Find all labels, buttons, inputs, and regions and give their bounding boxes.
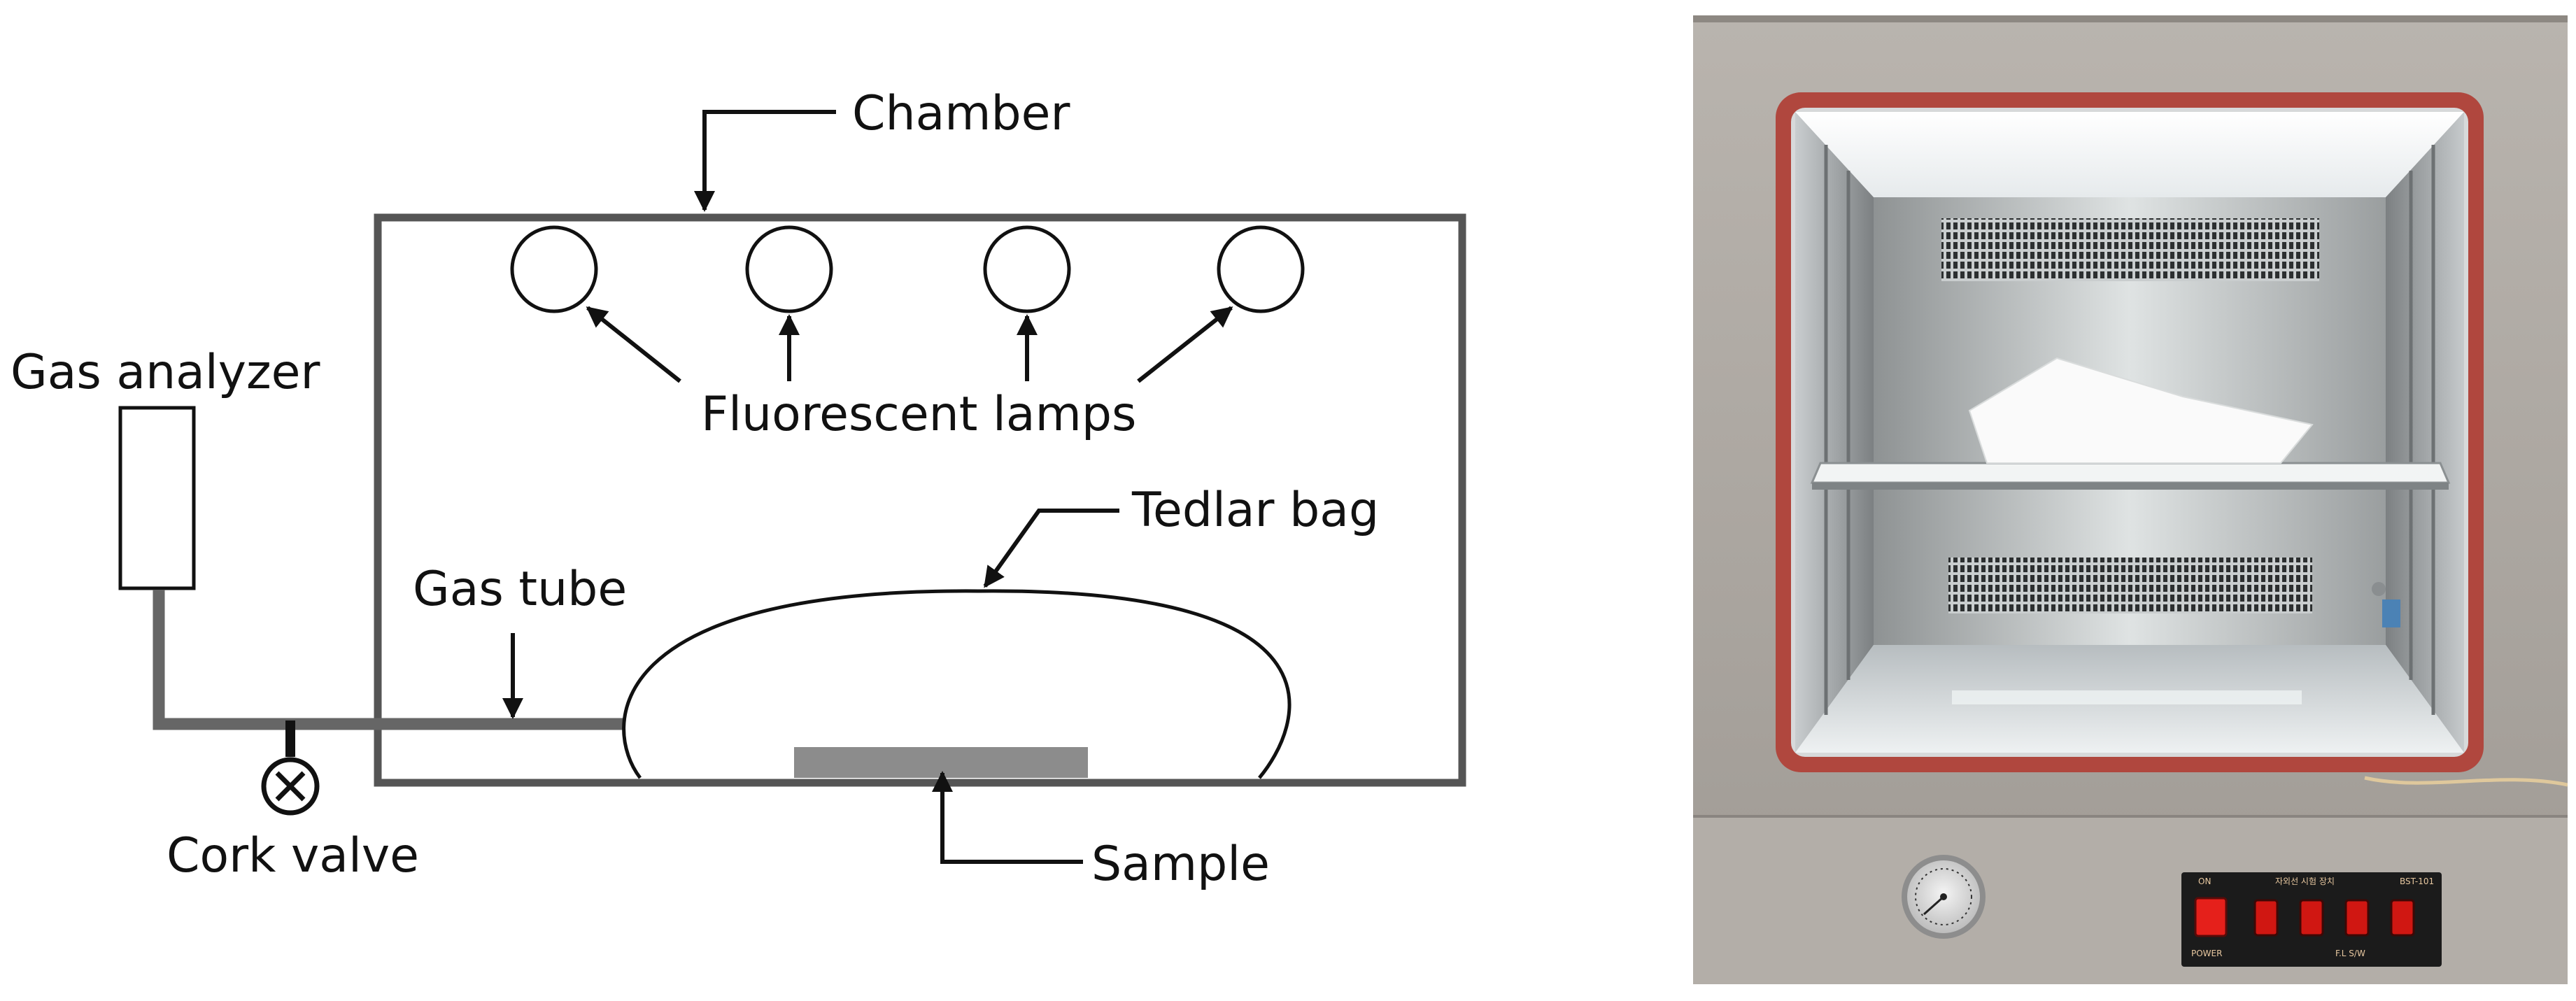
tedlar-bag-pointer bbox=[983, 509, 1119, 588]
panel-header-label: 자외선 시험 장치 bbox=[2275, 876, 2335, 886]
tedlar-bag-label: Tedlar bag bbox=[1131, 483, 1379, 538]
chamber-interior bbox=[1795, 112, 2464, 753]
cork-valve-stem bbox=[285, 720, 295, 757]
fluorescent-lamps-label: Fluorescent lamps bbox=[701, 387, 1136, 442]
fluorescent-lamp-4 bbox=[1217, 225, 1305, 313]
cabinet-top-edge bbox=[1693, 15, 2568, 22]
chamber-label: Chamber bbox=[852, 86, 1070, 141]
panel-model-label: BST-101 bbox=[2400, 876, 2434, 886]
panel-flsw-label: F.L S/W bbox=[2335, 949, 2365, 958]
fluorescent-lamp-3 bbox=[983, 225, 1071, 313]
cork-valve-icon bbox=[261, 757, 320, 816]
panel-on-label: ON bbox=[2198, 876, 2211, 886]
lamp-switch-2[interactable] bbox=[2299, 899, 2324, 937]
gas-tube-label: Gas tube bbox=[413, 562, 627, 617]
fluorescent-lamp-2 bbox=[745, 225, 833, 313]
gas-tubing bbox=[2364, 776, 2568, 787]
chamber-pointer bbox=[694, 110, 836, 212]
chamber-schematic: Chamber Fluorescent lamps Gas analyzer G… bbox=[10, 86, 1466, 892]
tedlar-bag bbox=[622, 589, 1291, 779]
pressure-gauge-icon bbox=[1902, 855, 1986, 939]
fluorescent-lamp-1 bbox=[510, 225, 598, 313]
power-switch[interactable] bbox=[2194, 897, 2228, 937]
sample-pointer bbox=[932, 771, 1083, 864]
lamp-switch-4[interactable] bbox=[2390, 899, 2415, 937]
chamber-photo: ON 자외선 시험 장치 BST-101 POWER F.L S/W bbox=[1693, 15, 2568, 984]
gas-tube bbox=[153, 590, 630, 730]
chamber-box bbox=[374, 213, 1466, 787]
lamp-arrow-4 bbox=[1137, 306, 1233, 383]
panel-power-label: POWER bbox=[2191, 949, 2222, 958]
gas-analyzer-box bbox=[118, 406, 196, 590]
cork-valve-label: Cork valve bbox=[167, 828, 419, 883]
lamp-switch-1[interactable] bbox=[2253, 899, 2279, 937]
gas-analyzer-label: Gas analyzer bbox=[10, 345, 320, 400]
lamp-arrow-1 bbox=[586, 306, 681, 383]
lamp-switch-3[interactable] bbox=[2344, 899, 2370, 937]
sample-label: Sample bbox=[1091, 837, 1270, 892]
